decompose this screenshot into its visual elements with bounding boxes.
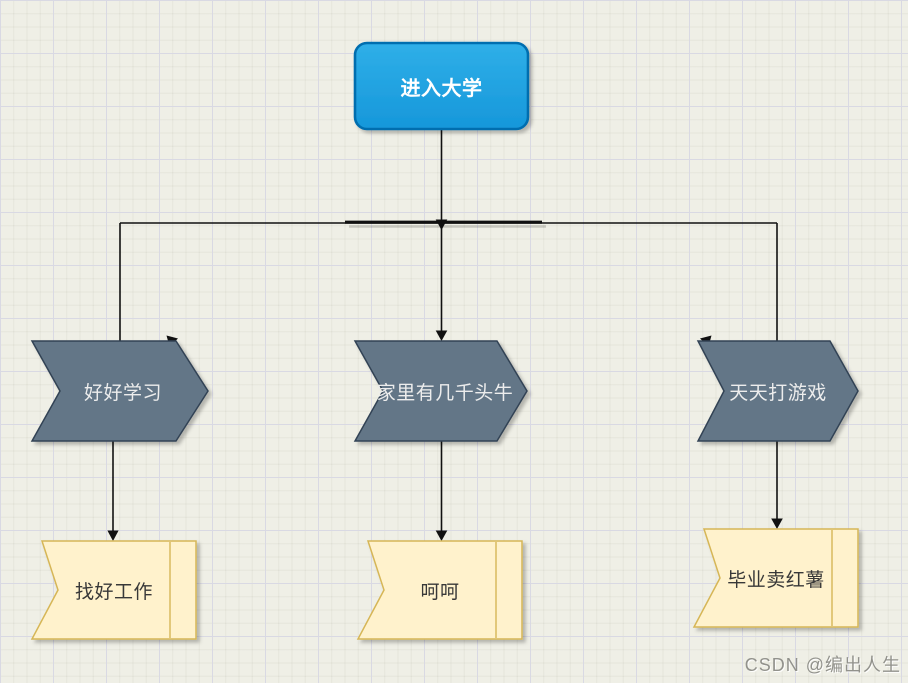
node-result-potato-label[interactable]: 毕业卖红薯	[727, 569, 825, 591]
node-result-hehe-shape[interactable]	[356, 540, 523, 640]
edges-layer	[107, 129, 783, 542]
arrowhead-junction-down[interactable]	[435, 219, 448, 231]
node-result-potato-shape[interactable]	[692, 528, 859, 628]
arrowhead-into-job[interactable]	[107, 530, 119, 542]
node-start-shape[interactable]	[353, 41, 530, 131]
node-path-cattle-shape[interactable]	[353, 340, 528, 442]
node-result-job-shape[interactable]	[30, 540, 197, 640]
arrowhead-into-hehe[interactable]	[435, 530, 448, 542]
arrowhead-into-potato[interactable]	[771, 518, 783, 530]
node-path-game-shape[interactable]	[696, 340, 859, 442]
node-path-study-label[interactable]: 好好学习	[83, 382, 162, 404]
node-result-job-label[interactable]: 找好工作	[74, 581, 153, 603]
arrowhead-into-cattle[interactable]	[435, 330, 448, 342]
node-path-game-label[interactable]: 天天打游戏	[729, 382, 827, 404]
node-path-cattle-label[interactable]: 家里有几千头牛	[376, 382, 514, 404]
node-start-label[interactable]: 进入大学	[400, 77, 483, 100]
nodes-layer	[30, 41, 859, 640]
watermark: CSDN @编出人生	[744, 655, 901, 675]
node-path-study-shape[interactable]	[30, 340, 209, 442]
node-result-hehe-label[interactable]: 呵呵	[420, 581, 460, 603]
